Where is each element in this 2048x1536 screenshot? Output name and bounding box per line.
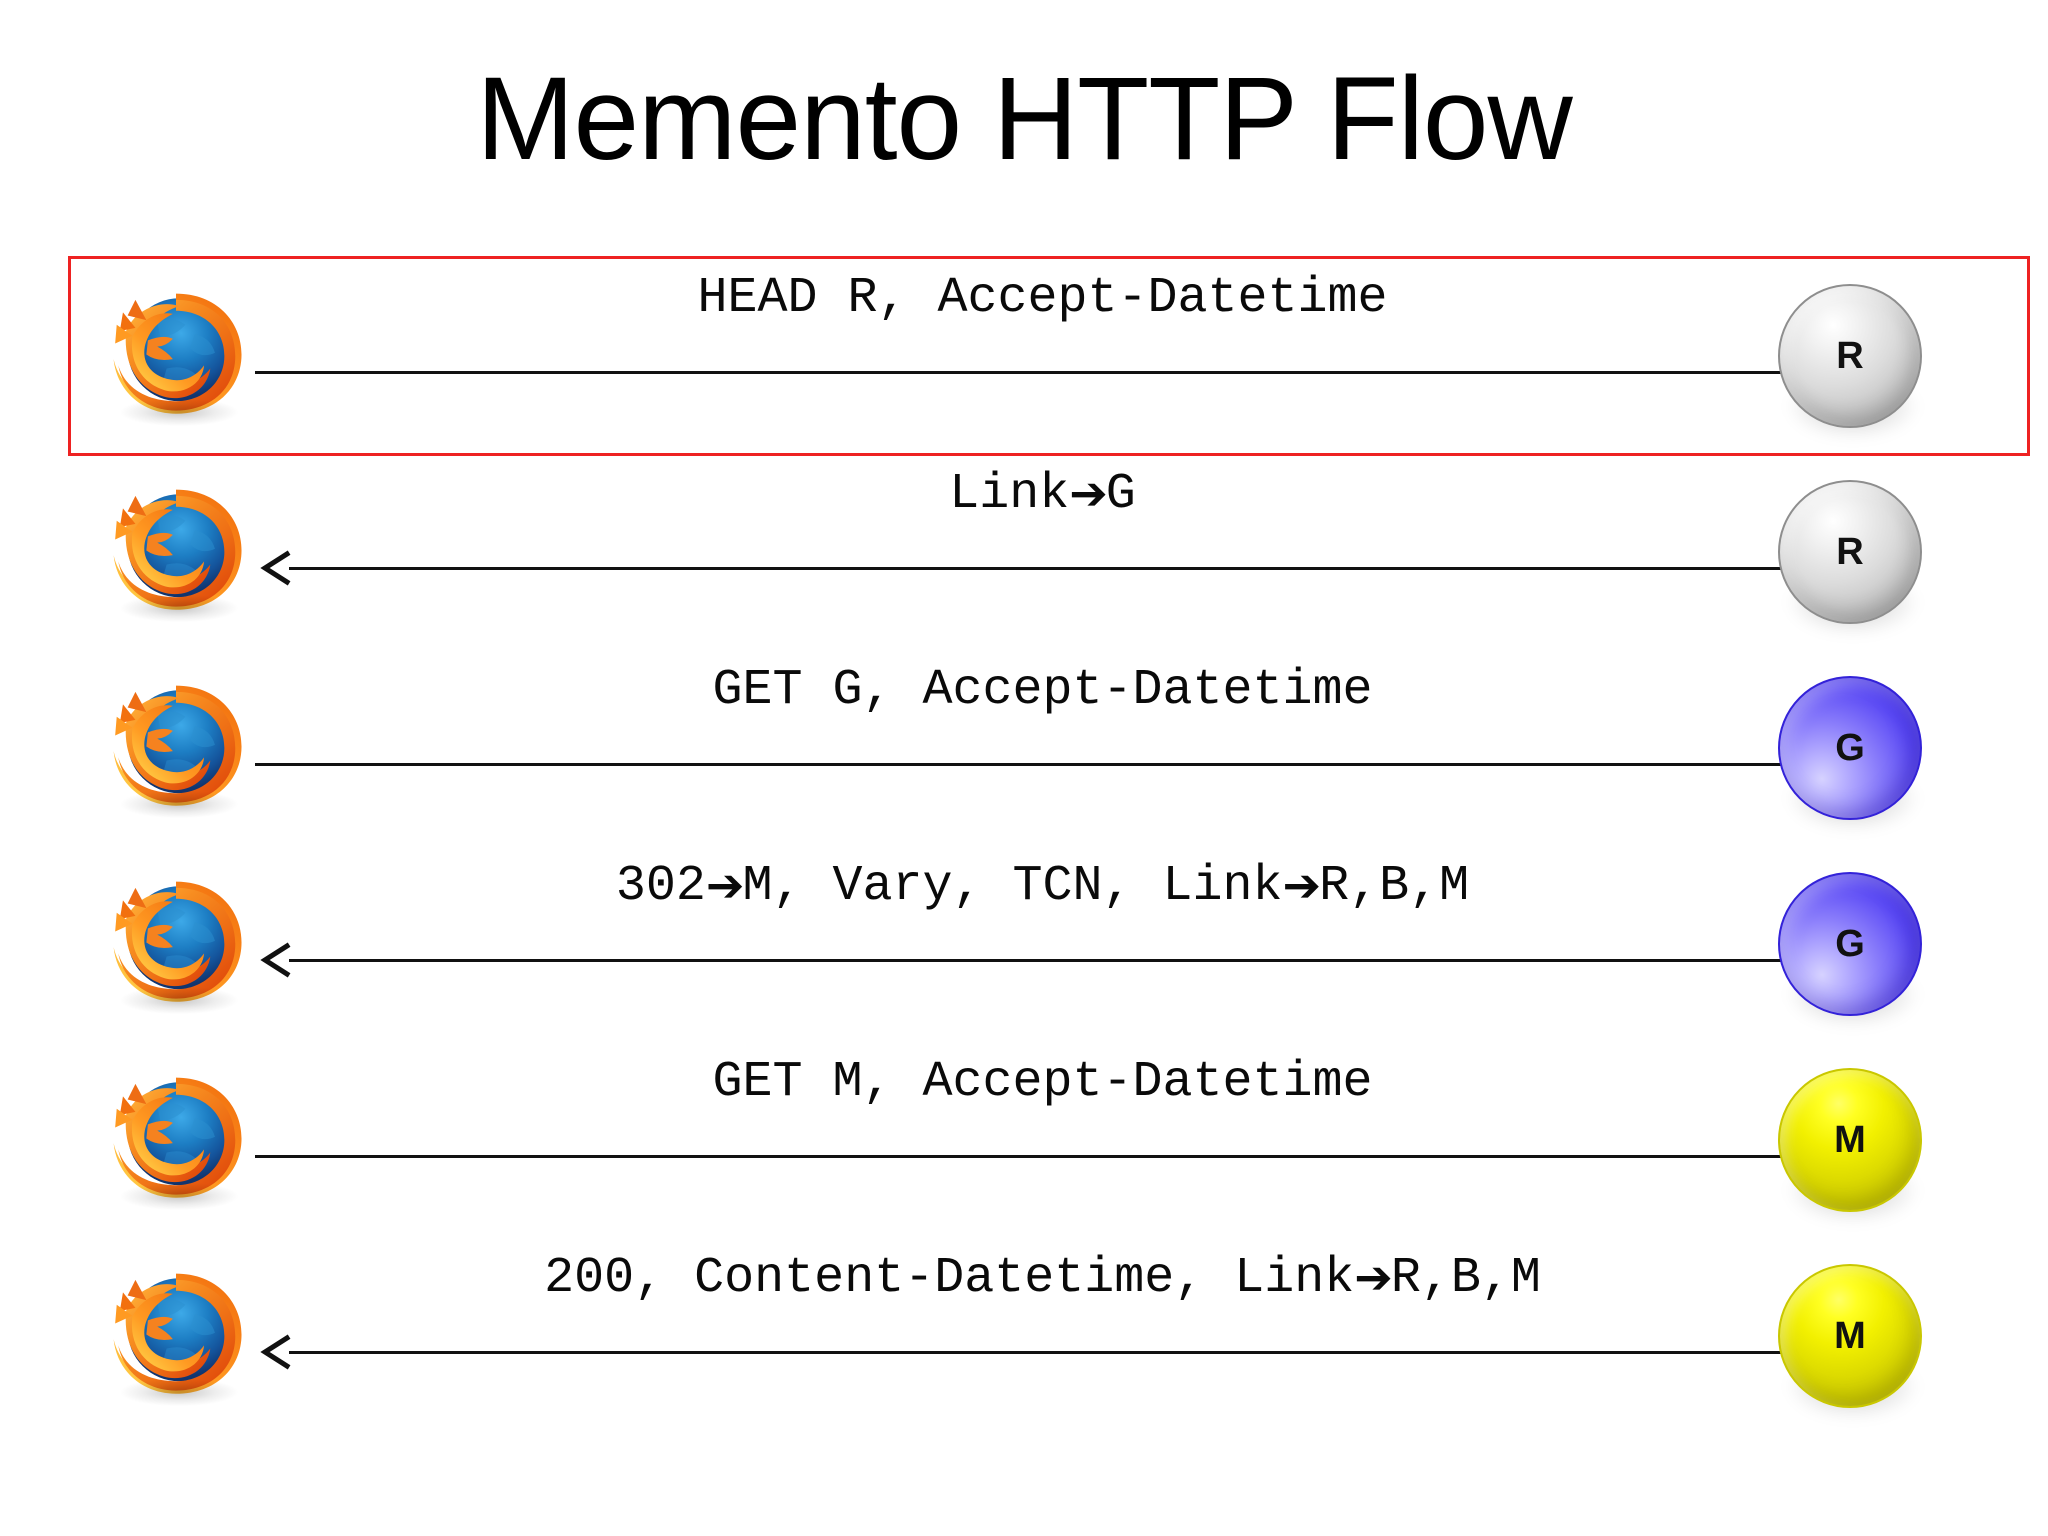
fat-arrow-icon: ➔ <box>1069 466 1108 520</box>
firefox-logo-icon <box>98 278 254 434</box>
page-title: Memento HTTP Flow <box>476 53 1573 185</box>
firefox-logo-icon <box>98 474 254 630</box>
message-label-2: Link➔G <box>260 470 1825 520</box>
message-label-1: HEAD R, Accept-Datetime <box>260 274 1825 324</box>
message-label-5: GET M, Accept-Datetime <box>260 1058 1825 1108</box>
server-node-r-2: R <box>1778 480 1922 636</box>
message-text-segment: M, Vary, TCN, Link <box>742 858 1283 915</box>
arrow-line <box>255 1155 1801 1158</box>
arrow-line <box>255 371 1801 374</box>
arrow-line <box>289 959 1835 962</box>
flow-row-2: Link➔G R <box>0 452 2048 652</box>
message-label-4: 302➔M, Vary, TCN, Link➔R,B,M <box>260 862 1825 912</box>
message-text-segment: 200, Content-Datetime, Link <box>544 1250 1355 1307</box>
arrow-head-left-icon <box>255 1332 295 1372</box>
flow-row-4: 302➔M, Vary, TCN, Link➔R,B,M G <box>0 844 2048 1044</box>
server-node-label: M <box>1834 1119 1866 1161</box>
firefox-logo-icon <box>98 670 254 826</box>
flow-row-1: HEAD R, Accept-Datetime R <box>0 256 2048 456</box>
message-arrow-left <box>255 940 1835 980</box>
message-label-6: 200, Content-Datetime, Link➔R,B,M <box>260 1254 1825 1304</box>
firefox-logo-icon <box>98 1258 254 1414</box>
server-node-ball <box>1778 872 1922 1016</box>
fat-arrow-icon: ➔ <box>1282 858 1322 912</box>
message-text-segment: 302 <box>615 858 706 915</box>
server-node-label: R <box>1836 335 1864 377</box>
arrow-head-left-icon <box>255 548 295 588</box>
server-node-g-4: G <box>1778 872 1922 1028</box>
arrow-head-left-icon <box>255 940 295 980</box>
server-node-label: R <box>1836 531 1864 573</box>
server-node-r-1: R <box>1778 284 1922 440</box>
server-node-ball <box>1778 1264 1922 1408</box>
message-text-segment: R,B,M <box>1390 1250 1541 1307</box>
message-arrow-left <box>255 548 1835 588</box>
arrow-line <box>255 763 1801 766</box>
flow-row-5: GET M, Accept-Datetime M <box>0 1040 2048 1240</box>
arrow-line <box>289 567 1835 570</box>
message-text-segment: G <box>1105 466 1136 523</box>
firefox-logo-icon <box>98 1062 254 1218</box>
message-text-segment: Link <box>949 466 1070 523</box>
flow-row-3: GET G, Accept-Datetime G <box>0 648 2048 848</box>
server-node-ball <box>1778 1068 1922 1212</box>
fat-arrow-icon: ➔ <box>1354 1250 1393 1304</box>
server-node-label: M <box>1834 1315 1866 1357</box>
fat-arrow-icon: ➔ <box>705 858 745 912</box>
server-node-ball <box>1778 480 1922 624</box>
message-text-segment: R,B,M <box>1319 858 1470 915</box>
message-text-segment: GET M, Accept-Datetime <box>712 1054 1373 1111</box>
server-node-ball <box>1778 676 1922 820</box>
message-arrow-right <box>255 352 1835 392</box>
message-arrow-left <box>255 1332 1835 1372</box>
arrow-line <box>289 1351 1835 1354</box>
firefox-logo-icon <box>98 866 254 1022</box>
server-node-label: G <box>1835 727 1865 769</box>
flow-row-6: 200, Content-Datetime, Link➔R,B,M M <box>0 1236 2048 1436</box>
server-node-m-6: M <box>1778 1264 1922 1420</box>
server-node-m-5: M <box>1778 1068 1922 1224</box>
server-node-ball <box>1778 284 1922 428</box>
server-node-g-3: G <box>1778 676 1922 832</box>
message-label-3: GET G, Accept-Datetime <box>260 666 1825 716</box>
server-node-label: G <box>1835 923 1865 965</box>
message-text-segment: GET G, Accept-Datetime <box>712 662 1373 719</box>
message-arrow-right <box>255 744 1835 784</box>
message-text-segment: HEAD R, Accept-Datetime <box>697 270 1388 327</box>
message-arrow-right <box>255 1136 1835 1176</box>
